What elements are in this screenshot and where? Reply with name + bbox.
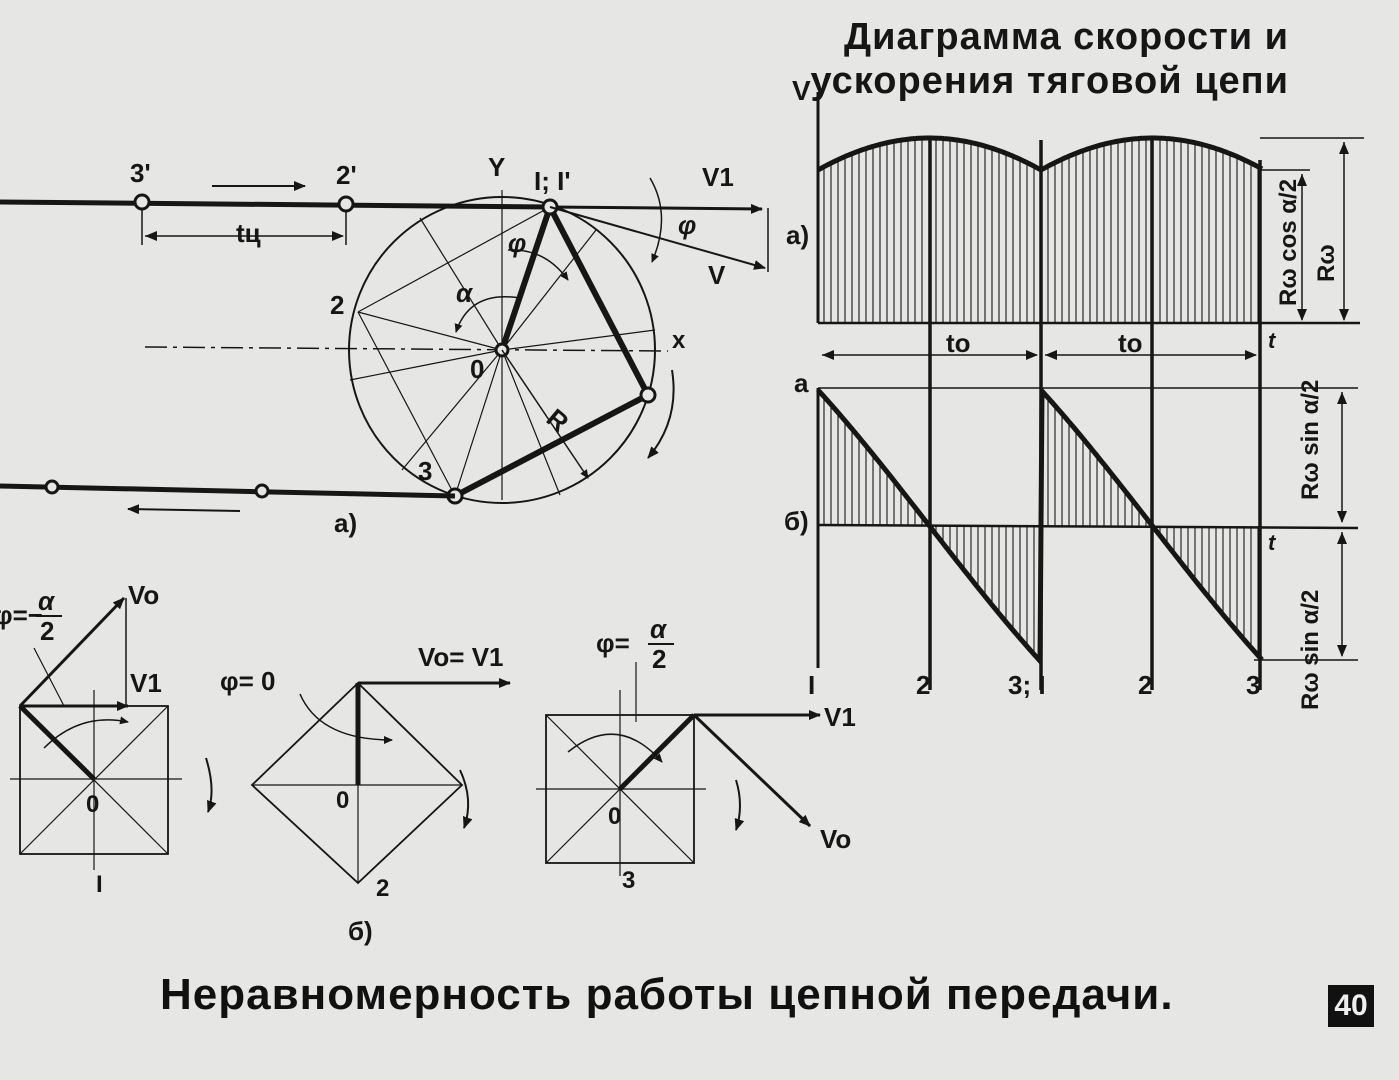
rw-label: Rω [1313,244,1340,282]
position-1: φ=− α 2 Vo V1 0 I [0,580,217,898]
center-label: 0 [470,354,484,384]
pos3-center: 0 [608,803,621,830]
pos2-eq: φ= 0 [220,666,275,696]
rw-cos-label: Rω cos α/2 [1275,179,1302,306]
pos2-center: 0 [336,787,349,814]
label-b-diagram: б) [784,506,809,536]
phi-right-label: φ [678,210,696,240]
acceleration-diagram: a б) t Rω sin α/2 Rω sin α/2 I 2 3; I 2 … [784,368,1359,710]
label-2p: 2' [336,160,357,190]
pos3-frac-bot: 2 [652,644,666,674]
t-end-top: t [1268,328,1277,353]
alpha-label: α [456,278,474,308]
pos3-num: 3 [622,867,635,894]
page-number-badge: 40 [1328,985,1374,1027]
a-axis-label: a [794,368,809,398]
v-axis-label: V [792,75,811,106]
pos1-v1: V1 [130,668,162,698]
sprocket-diagram: 3' 2' tц Y x [0,152,769,538]
top-point-label: I; I' [534,166,571,196]
v1-label: V1 [702,162,734,192]
rw-sin-top-label: Rω sin α/2 [1297,380,1324,500]
pos1-eq: φ=− [0,600,43,630]
tick-3-1: 3; I [1008,670,1046,700]
pitch-label: tц [236,218,261,248]
label-a-sprocket: а) [334,508,357,538]
rw-sin-bottom-label: Rω sin α/2 [1297,590,1324,710]
t0-label-2: to [1118,328,1143,358]
t-end-bottom: t [1268,530,1277,555]
pos2-num: 2 [376,875,389,902]
vertex-2-label: 2 [330,290,344,320]
tick-3b: 3 [1246,670,1260,700]
pos1-frac-bot: 2 [40,616,54,646]
label-a-diagram: а) [786,220,809,250]
label-b-positions: б) [348,916,373,946]
chain-link-3p [133,193,151,211]
position-3: φ= α 2 V1 Vo 0 3 [536,614,856,894]
diagram-title-line1: Диаграмма скорости и [844,16,1289,58]
t0-label-1: to [946,328,971,358]
v-label: V [708,260,726,290]
pos3-v1: V1 [824,702,856,732]
tick-2: 2 [916,670,930,700]
phi-inner-label: φ [508,228,526,258]
x-axis-label: x [672,327,686,354]
pos1-num: I [96,871,103,898]
tick-1: I [808,670,815,700]
tick-2b: 2 [1138,670,1152,700]
pos3-v0: Vo [820,824,851,854]
pos3-frac-top: α [650,614,668,644]
label-3p: 3' [130,158,151,188]
velocity-diagram: V а) t Rω cos α/2 Rω [786,75,1364,690]
y-axis-label: Y [488,152,505,182]
position-2: φ= 0 Vo= V1 0 2 б) [220,642,511,946]
pos1-v0: Vo [128,580,159,610]
pos3-eq: φ= [596,628,630,658]
chain-link-2p [337,195,355,213]
diagram-title-line2: ускорения тяговой цепи [810,60,1289,102]
caption: Неравномерность работы цепной передачи. [160,970,1174,1019]
pos2-v-eq: Vo= V1 [418,642,504,672]
radius-label: R [541,403,575,438]
pos1-center: 0 [86,791,99,818]
pos1-frac-top: α [38,586,56,616]
vertex-3-label: 3 [418,456,432,486]
period-dimension: to to [822,328,1257,360]
